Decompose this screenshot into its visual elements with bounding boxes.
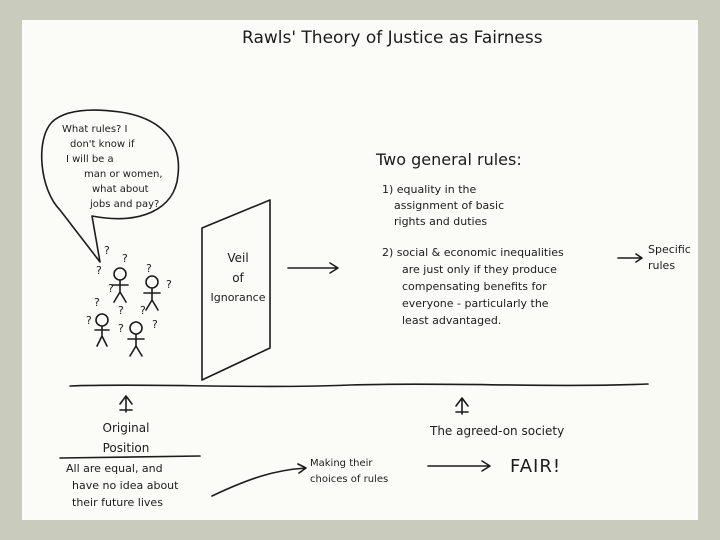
- stick-figure: [127, 321, 145, 357]
- rule-1: 1) equality in the assignment of basic r…: [382, 183, 505, 228]
- paper-sheet: [22, 20, 698, 520]
- arrow-veil-to-rules: [287, 262, 339, 274]
- question-mark: ?: [86, 314, 92, 327]
- question-mark: ?: [166, 278, 172, 291]
- question-mark: ?: [122, 252, 128, 265]
- stick-figure: [143, 275, 161, 311]
- rule-2: 2) social & economic inequalities are ju…: [382, 246, 564, 327]
- ground-line: [69, 383, 649, 388]
- original-position: Original Position: [102, 421, 150, 455]
- fair-label: FAIR!: [510, 456, 562, 477]
- original-position-underline: [59, 455, 201, 459]
- question-mark: ?: [118, 322, 124, 335]
- question-mark: ?: [152, 318, 158, 331]
- stick-figure: [94, 313, 110, 347]
- speech-bubble-shape: [40, 109, 180, 263]
- question-mark: ?: [94, 296, 100, 309]
- specific-rules: Specific rules: [648, 243, 691, 272]
- veil-label: Veil of Ignorance: [210, 251, 266, 304]
- question-mark: ?: [108, 282, 114, 295]
- veil-panel: [201, 199, 271, 381]
- curved-arrow-to-choices: [211, 463, 307, 497]
- agreed-society: The agreed-on society: [430, 424, 565, 438]
- question-mark: ?: [146, 262, 152, 275]
- arrow-to-fair: [427, 460, 491, 472]
- question-mark: ?: [140, 304, 146, 317]
- stick-figure: [111, 267, 129, 303]
- question-mark: ?: [118, 304, 124, 317]
- all-equal-note: All are equal, and have no idea about th…: [66, 462, 179, 509]
- arrow-to-specific-rules: [617, 253, 643, 263]
- rules-heading: Two general rules:: [376, 150, 522, 169]
- up-arrow-society: [455, 397, 469, 415]
- page-title: Rawls' Theory of Justice as Fairness: [242, 28, 543, 48]
- question-mark: ?: [104, 244, 110, 257]
- question-mark: ?: [96, 264, 102, 277]
- up-arrow-original: [119, 395, 133, 413]
- speech-bubble-text: What rules? I don't know if I will be a …: [62, 124, 163, 210]
- making-choices: Making their choices of rules: [310, 458, 389, 485]
